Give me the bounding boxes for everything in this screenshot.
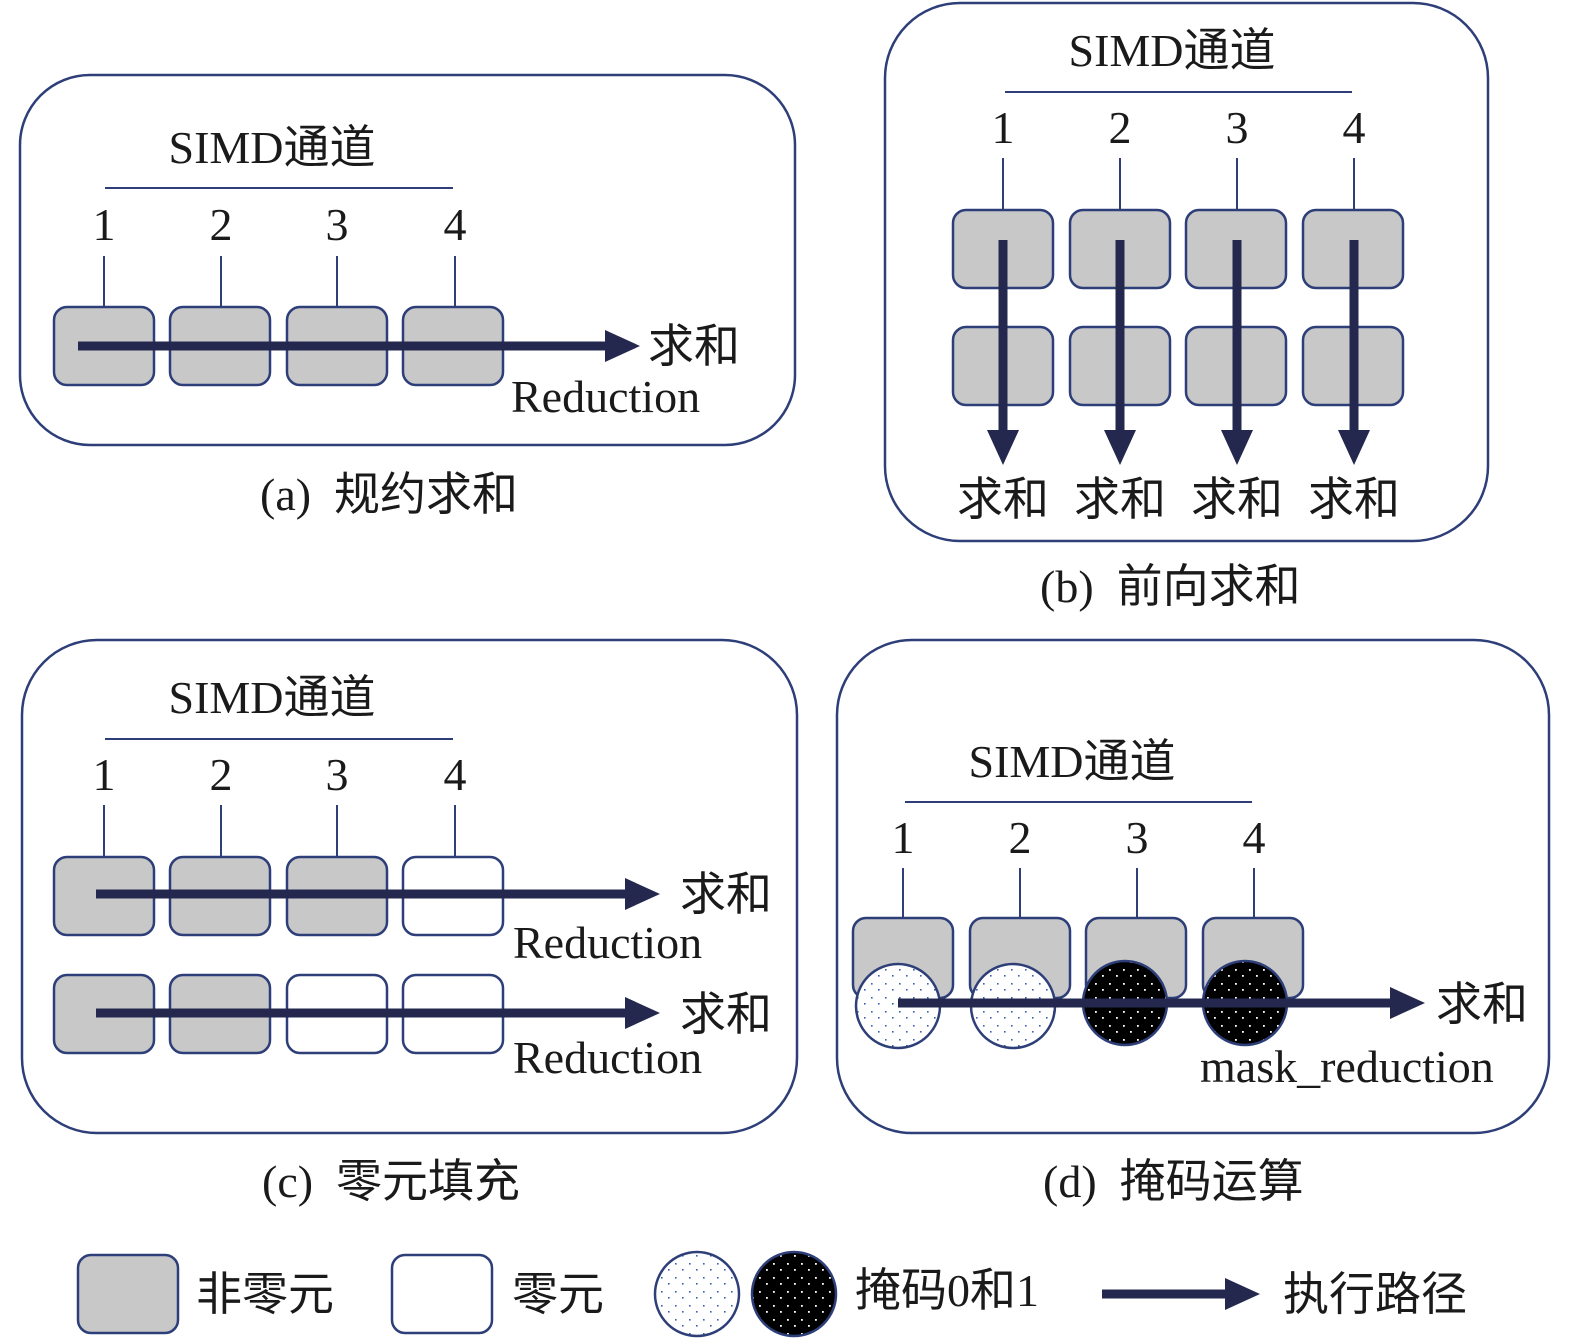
panel-b-result-3: 求和: [1191, 474, 1283, 525]
legend-zero-swatch: [390, 1253, 494, 1335]
panel-d-lane-4: 4: [1243, 812, 1266, 863]
legend-nonzero-label: 非零元: [196, 1269, 334, 1320]
panel-d-result-en: mask_reduction: [1200, 1041, 1494, 1092]
legend-mask1-swatch: [750, 1250, 838, 1338]
panel-b-caption: (b) 前向求和: [1040, 561, 1301, 612]
panel-a-arrow-head: [605, 330, 640, 362]
panel-d: SIMD通道 1 2 3 4 求和 mask_reduction (d) 掩码运…: [835, 638, 1551, 1207]
panel-c-frame: [20, 638, 799, 1135]
legend: 非零元 零元 掩码0和1 执行路径: [76, 1250, 1467, 1338]
panel-d-caption: (d) 掩码运算: [1043, 1156, 1304, 1207]
panel-b: SIMD通道 1 2 3 4 求和 求和 求和 求和 (b) 前向求和: [883, 1, 1490, 612]
panel-a-result-en: Reduction: [511, 371, 700, 422]
legend-zero-label: 零元: [512, 1269, 604, 1320]
panel-d-frame: [835, 638, 1551, 1135]
panel-c-lane-3: 3: [326, 749, 349, 800]
panel-a-lane-1: 1: [93, 199, 116, 250]
panel-d-lane-3: 3: [1126, 812, 1149, 863]
panel-c-row1-arrow-head: [625, 878, 660, 910]
panel-c-lane-4: 4: [444, 749, 467, 800]
panel-d-arrow-head: [1390, 987, 1425, 1019]
legend-nonzero-swatch: [76, 1253, 180, 1335]
legend-path-arrow-head: [1225, 1278, 1260, 1310]
panel-b-result-2: 求和: [1074, 474, 1166, 525]
panel-c-row2-result-en: Reduction: [513, 1032, 702, 1083]
panel-c-caption: (c) 零元填充: [262, 1156, 520, 1207]
panel-b-lane-4: 4: [1343, 102, 1366, 153]
panel-a-lane-4: 4: [444, 199, 467, 250]
legend-path-label: 执行路径: [1283, 1269, 1467, 1320]
legend-mask-label: 掩码0和1: [855, 1265, 1039, 1316]
panel-a-result-cn: 求和: [648, 321, 740, 372]
panel-b-lane-2: 2: [1109, 102, 1132, 153]
panel-b-result-1: 求和: [957, 474, 1049, 525]
panel-c-row1-result-cn: 求和: [680, 869, 772, 920]
panel-c-row2-result-cn: 求和: [680, 989, 772, 1040]
legend-mask0-swatch: [653, 1250, 741, 1338]
panel-a-lane-3: 3: [326, 199, 349, 250]
panel-b-header: SIMD通道: [1068, 25, 1275, 76]
panel-d-header: SIMD通道: [968, 736, 1175, 787]
panel-c-row2-arrow-head: [625, 997, 660, 1029]
panel-c-lane-2: 2: [210, 749, 233, 800]
panel-b-frame: [883, 1, 1490, 543]
panel-a-caption: (a) 规约求和: [260, 469, 518, 520]
panel-d-result-cn: 求和: [1436, 979, 1528, 1030]
panel-a-frame: [18, 73, 797, 447]
panel-a: SIMD通道 1 2 3 4 求和 Reduction (a) 规约求和: [18, 73, 797, 520]
panel-b-arrow-2-head: [1104, 430, 1136, 465]
panel-b-arrow-1-head: [987, 430, 1019, 465]
panel-c-row1-result-en: Reduction: [513, 917, 702, 968]
panel-b-lane-3: 3: [1226, 102, 1249, 153]
panel-a-header: SIMD通道: [168, 122, 375, 173]
panel-c-lane-1: 1: [93, 749, 116, 800]
panel-b-arrow-4-head: [1338, 430, 1370, 465]
panel-b-result-4: 求和: [1308, 474, 1400, 525]
panel-c-header: SIMD通道: [168, 672, 375, 723]
panel-d-lane-1: 1: [892, 812, 915, 863]
panel-d-lane-2: 2: [1009, 812, 1032, 863]
panel-b-arrow-3-head: [1221, 430, 1253, 465]
panel-c: SIMD通道 1 2 3 4 求和 Reduction 求和 Reduction…: [20, 638, 799, 1207]
panel-a-lane-2: 2: [210, 199, 233, 250]
panel-b-lane-1: 1: [992, 102, 1015, 153]
